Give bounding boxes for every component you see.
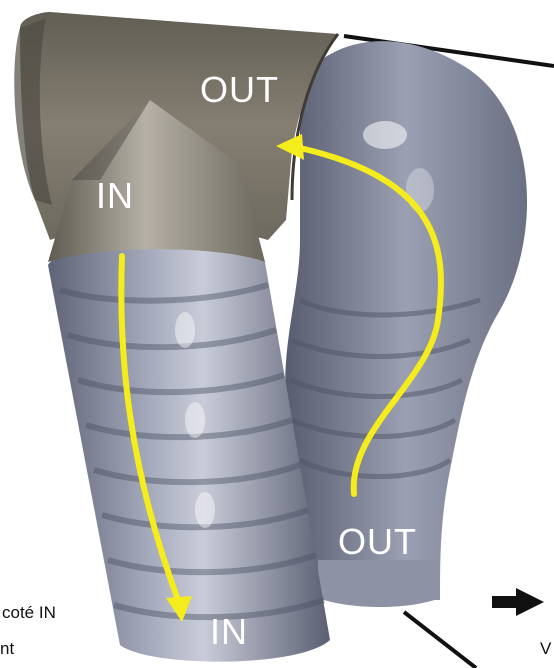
tee-fitting — [14, 12, 338, 262]
callout-line-bottom — [404, 612, 476, 668]
label-out-bottom: OUT — [338, 524, 417, 560]
side-note-line2: nt — [0, 640, 14, 657]
label-out-top: OUT — [200, 72, 279, 108]
right-arrow-icon — [492, 588, 544, 616]
side-note-line1: coté IN — [2, 604, 56, 621]
label-in-top: IN — [96, 178, 134, 214]
label-in-bottom: IN — [210, 614, 248, 650]
side-note-right-fragment: V — [540, 640, 551, 657]
